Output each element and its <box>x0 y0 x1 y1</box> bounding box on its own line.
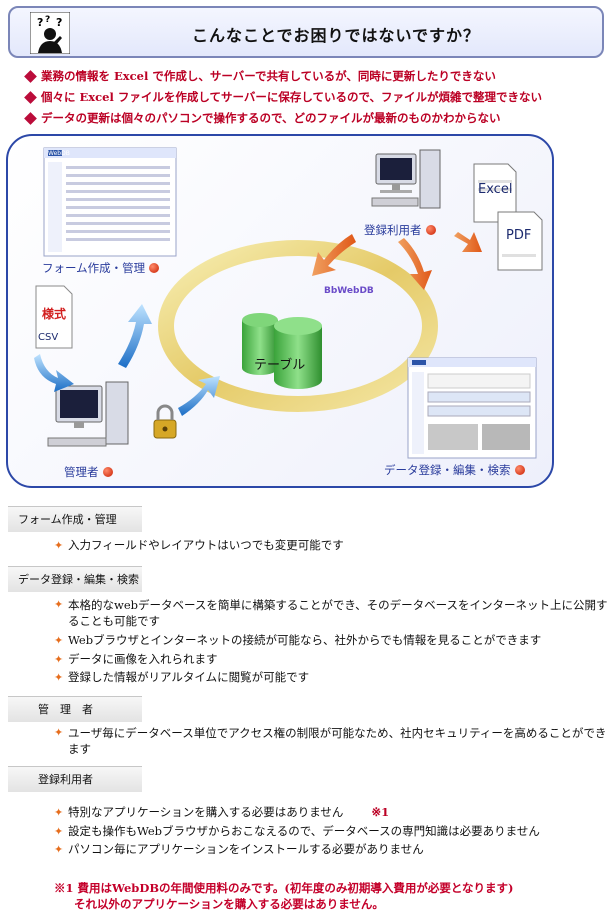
diamond-bullet-icon <box>24 70 37 83</box>
diagram-illustration: 様式 <box>34 147 543 459</box>
list-item: ✦パソコン毎にアプリケーションをインストールする必要がありません <box>54 840 424 859</box>
database-table-icon <box>242 313 322 389</box>
svg-text:様式: 様式 <box>42 306 66 321</box>
issue-item: 業務の情報を Excel で作成し、サーバーで共有しているが、同時に更新したりで… <box>24 66 596 87</box>
footnote-line-1: ※1 費用はWebDBの年間使用料のみです。(初年度のみ初期導入費用が必要となり… <box>54 881 514 895</box>
excel-document-icon <box>473 163 517 223</box>
export-arrow-icon <box>454 232 482 252</box>
star-bullet-icon: ✦ <box>54 653 64 666</box>
upload-arrow-icon <box>118 304 152 368</box>
issue-text: 個々に Excel ファイルを作成してサーバーに保存しているので、ファイルが煩雑… <box>41 90 543 104</box>
csv-document-icon: 様式 <box>35 285 73 349</box>
list-item: ✦データに画像を入れられます <box>54 650 218 669</box>
svg-text:?: ? <box>37 16 43 29</box>
system-diagram: 様式 <box>6 134 554 488</box>
diagram-label-csv: CSV <box>38 332 59 343</box>
download-arrow-icon <box>398 238 432 290</box>
access-arrow-icon <box>178 376 220 416</box>
star-bullet-icon: ✦ <box>54 726 64 739</box>
issue-list: 業務の情報を Excel で作成し、サーバーで共有しているが、同時に更新したりで… <box>24 66 596 129</box>
header-banner: ? ? ? こんなことでお困りではないですか？ <box>8 6 604 58</box>
list-item: ✦特別なアプリケーションを購入する必要はありません※1 <box>54 803 389 822</box>
diagram-label-user: 登録利用者 <box>364 222 436 238</box>
list-item: ✦設定も操作もWebブラウザからおこなえるので、データベースの専門知識は必要あり… <box>54 822 540 841</box>
star-bullet-icon: ✦ <box>54 825 64 838</box>
svg-text:?: ? <box>56 16 62 29</box>
import-arrow-icon <box>34 354 74 392</box>
svg-text:?: ? <box>45 15 50 25</box>
issue-item: データの更新は個々のパソコンで操作するので、どのファイルが最新のものかわからない <box>24 108 596 129</box>
admin-computer-icon <box>47 381 129 447</box>
list-item: ✦登録した情報がリアルタイムに閲覧が可能です <box>54 668 309 687</box>
diagram-label-pdf: PDF <box>506 228 532 243</box>
star-bullet-icon: ✦ <box>54 634 64 647</box>
data-flow-ring <box>158 240 438 412</box>
diagram-label-admin: 管理者 <box>64 464 113 480</box>
sync-arrow-icon <box>312 234 356 276</box>
list-item: ✦入力フィールドやレイアウトはいつでも変更可能です <box>54 536 344 555</box>
list-item: ✦Webブラウザとインターネットの接続が可能なら、社外からでも情報を見ることがで… <box>54 631 541 650</box>
star-bullet-icon: ✦ <box>54 671 64 684</box>
user-computer-icon <box>371 149 441 209</box>
footnote-mark: ※1 <box>371 805 390 819</box>
list-item: ✦本格的なwebデータベースを簡単に構築することができ、そのデータベースをインタ… <box>54 598 608 628</box>
issue-item: 個々に Excel ファイルを作成してサーバーに保存しているので、ファイルが煩雑… <box>24 87 596 108</box>
star-bullet-icon: ✦ <box>54 843 64 856</box>
footnote: ※1 費用はWebDBの年間使用料のみです。(初年度のみ初期導入費用が必要となり… <box>54 880 513 912</box>
screen-brand-label: WebDB <box>48 150 70 157</box>
star-bullet-icon: ✦ <box>54 539 64 552</box>
question-person-icon: ? ? ? <box>30 12 70 54</box>
star-bullet-icon: ✦ <box>54 806 64 819</box>
section-header-data: データ登録・編集・検索 <box>8 566 142 592</box>
page-title: こんなことでお困りではないですか？ <box>191 26 481 45</box>
red-dot-icon <box>102 467 113 477</box>
diagram-label-excel: Excel <box>478 182 513 197</box>
diagram-label-db: BbWebDB <box>324 286 374 296</box>
issue-text: 業務の情報を Excel で作成し、サーバーで共有しているが、同時に更新したりで… <box>41 69 496 83</box>
diagram-label-form: フォーム作成・管理 <box>42 260 160 276</box>
footnote-line-2: それ以外のアプリケーションを購入する必要はありません。 <box>74 897 384 911</box>
diagram-label-table: テーブル <box>254 358 306 373</box>
issue-text: データの更新は個々のパソコンで操作するので、どのファイルが最新のものかわからない <box>41 111 501 125</box>
red-dot-icon <box>425 225 436 235</box>
diamond-bullet-icon <box>24 91 37 104</box>
form-screen-thumbnail <box>43 147 177 257</box>
red-dot-icon <box>514 465 525 475</box>
section-header-user: 登録利用者 <box>8 766 142 792</box>
red-dot-icon <box>149 263 160 273</box>
padlock-icon <box>153 404 177 439</box>
section-header-admin: 管 理 者 <box>8 696 142 722</box>
diagram-label-data: データ登録・編集・検索 <box>384 462 525 478</box>
list-item: ✦ユーザ毎にデータベース単位でアクセス権の制限が可能なため、社内セキュリティーを… <box>54 726 607 756</box>
pdf-document-icon <box>497 211 543 271</box>
section-header-form: フォーム作成・管理 <box>8 506 142 532</box>
data-screen-thumbnail <box>407 357 537 459</box>
star-bullet-icon: ✦ <box>54 598 64 611</box>
diamond-bullet-icon <box>24 112 37 125</box>
